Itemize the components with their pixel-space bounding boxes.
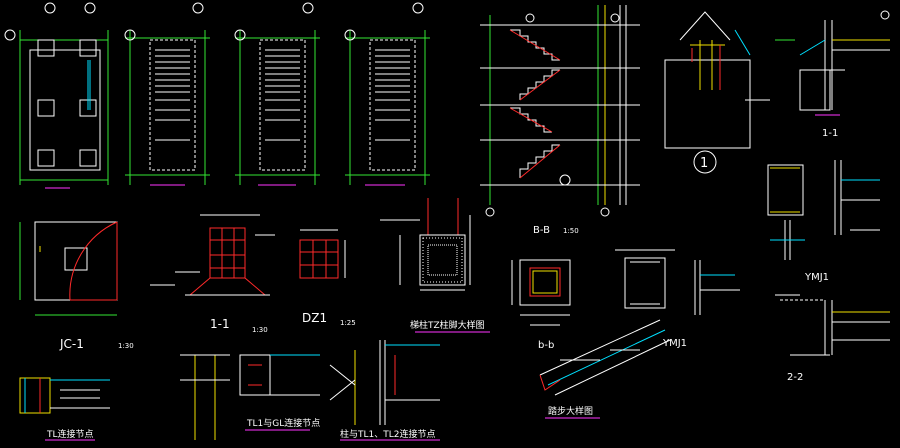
tl-connection-node bbox=[19, 377, 110, 441]
dz1-column-section bbox=[299, 229, 346, 279]
ymj1-middle-detail bbox=[615, 249, 740, 315]
dz1-title: DZ1 bbox=[302, 311, 327, 325]
detail-1-number: 1 bbox=[700, 156, 708, 171]
section-11-top-title: 1-1 bbox=[822, 128, 838, 139]
ymj1-right-detail bbox=[767, 160, 880, 260]
jc1-scale: 1:30 bbox=[118, 342, 134, 350]
stair-plan-3 bbox=[234, 2, 320, 186]
section-11-top-right bbox=[775, 10, 890, 116]
stair-plan-4 bbox=[344, 2, 430, 186]
tz-footing-title: 梯柱TZ柱脚大样图 bbox=[410, 319, 485, 331]
step-detail bbox=[539, 319, 671, 419]
step-detail-title: 踏步大样图 bbox=[548, 405, 593, 417]
tl-node-title: TL连接节点 bbox=[46, 428, 94, 440]
section-bb-scale: 1:50 bbox=[563, 227, 579, 235]
jc1-foundation-plan bbox=[19, 221, 118, 316]
column-tl1-tl2-connection bbox=[329, 340, 440, 441]
section-bb-small bbox=[511, 259, 571, 326]
section-11-title: 1-1 bbox=[210, 317, 230, 331]
tl1-gl-connection-node bbox=[180, 354, 320, 440]
section-bb-small-title: b-b bbox=[538, 340, 554, 351]
section-11-foundation bbox=[150, 214, 275, 296]
ymj1-middle-title: YMJ1 bbox=[662, 338, 687, 349]
section-22-title: 2-2 bbox=[787, 372, 803, 383]
dz1-scale: 1:25 bbox=[340, 319, 356, 327]
section-bb-title: B-B bbox=[533, 225, 550, 236]
stair-plan-2 bbox=[124, 2, 210, 186]
jc1-title: JC-1 bbox=[59, 337, 84, 351]
ymj1-right-title: YMJ1 bbox=[804, 272, 829, 283]
tz-footing-detail bbox=[380, 198, 490, 333]
section-22-detail bbox=[775, 294, 890, 356]
section-bb-elevation bbox=[480, 5, 640, 217]
detail-1-connection bbox=[664, 11, 770, 174]
tl1-gl-title: TL1与GL连接节点 bbox=[246, 417, 320, 429]
stair-plan-1 bbox=[4, 2, 109, 189]
column-tl-title: 柱与TL1、TL2连接节点 bbox=[340, 428, 435, 440]
section-11-scale: 1:30 bbox=[252, 326, 268, 334]
